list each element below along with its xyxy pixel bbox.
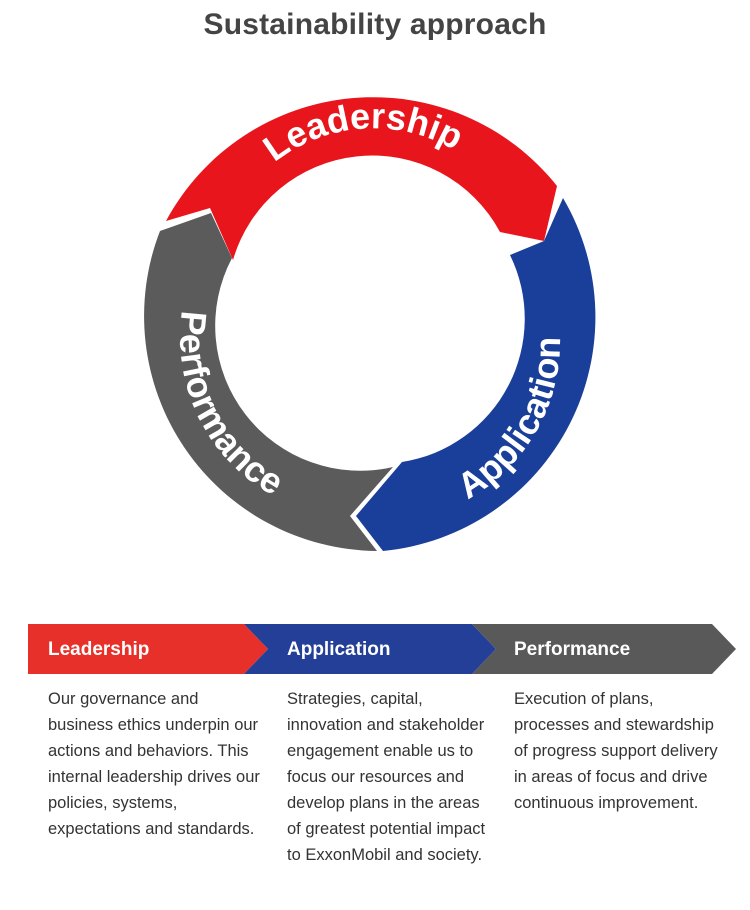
application-description: Strategies, capital, innovation and stak…: [287, 690, 486, 864]
page-title: Sustainability approach: [203, 8, 547, 41]
cycle-diagram: Leadership Application Performance: [144, 97, 596, 551]
leadership-description: Our governance and business ethics under…: [48, 690, 260, 838]
performance-arrow-segment: [144, 213, 393, 551]
performance-description: Execution of plans, processes and stewar…: [514, 690, 718, 812]
application-arrow-segment: [356, 198, 596, 551]
leadership-arrow-segment: [166, 97, 557, 260]
application-banner-label: Application: [287, 639, 391, 660]
performance-banner-label: Performance: [514, 639, 631, 660]
leadership-banner-label: Leadership: [48, 639, 150, 660]
